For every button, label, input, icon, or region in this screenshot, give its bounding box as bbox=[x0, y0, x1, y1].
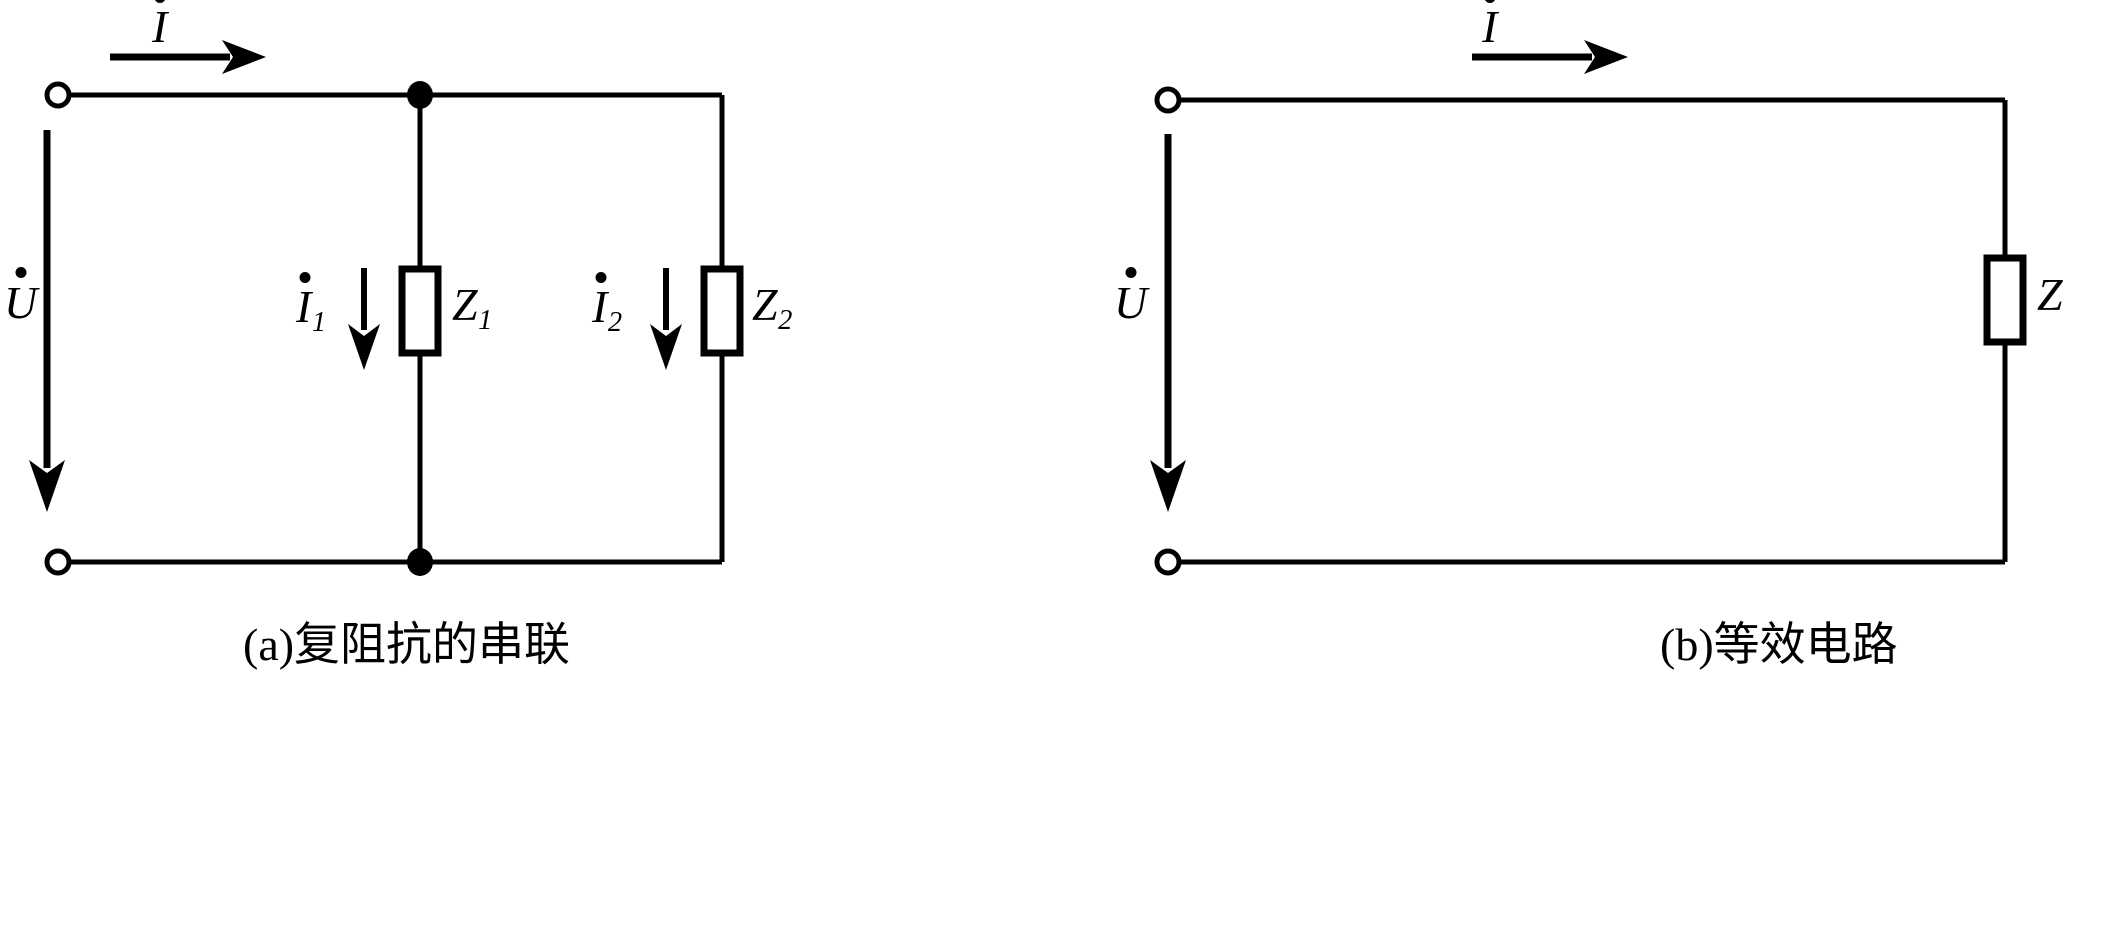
terminal-bottom-left-a bbox=[44, 548, 72, 576]
phasor-dot-icon bbox=[299, 272, 311, 283]
current-arrow-i-b bbox=[1472, 40, 1628, 74]
impedance-subscript-z1: 1 bbox=[478, 304, 493, 336]
current-label-i-a: I bbox=[152, 0, 168, 52]
impedance-label-z1: Z1 bbox=[452, 279, 492, 335]
phasor-dot-icon bbox=[1484, 0, 1496, 3]
junction-dot-bottom-a bbox=[407, 548, 433, 576]
impedance-symbol-z: Z bbox=[2037, 269, 2063, 320]
current-arrow-i1 bbox=[348, 268, 380, 370]
panel-b-circuit bbox=[1150, 40, 2027, 576]
phasor-accent-wrapper: I bbox=[296, 272, 312, 332]
impedance-subscript-z2: 2 bbox=[778, 304, 793, 336]
impedance-symbol-z1: Z bbox=[452, 279, 478, 330]
phasor-accent-wrapper: I bbox=[152, 0, 168, 52]
voltage-label-u-b: U bbox=[1114, 267, 1148, 328]
current-symbol-i2: I bbox=[592, 281, 608, 332]
voltage-label-u-a: U bbox=[4, 267, 38, 328]
current-label-i2: I 2 bbox=[592, 272, 622, 336]
voltage-symbol-u-a: U bbox=[4, 277, 38, 328]
phasor-accent-wrapper: U bbox=[4, 267, 38, 328]
impedance-label-z: Z bbox=[2037, 272, 2063, 318]
phasor-accent-wrapper: U bbox=[1114, 267, 1148, 328]
terminal-top-left-a bbox=[44, 81, 72, 109]
current-symbol-i-b: I bbox=[1482, 1, 1498, 52]
phasor-dot-icon bbox=[1125, 267, 1137, 278]
current-label-i-b: I bbox=[1482, 0, 1498, 52]
phasor-dot-icon bbox=[154, 0, 166, 3]
voltage-symbol-u-b: U bbox=[1114, 277, 1148, 328]
impedance-z2-body bbox=[700, 265, 744, 357]
caption-panel-a: (a)复阻抗的串联 bbox=[243, 619, 571, 670]
current-subscript-i1: 1 bbox=[311, 306, 327, 338]
current-symbol-i1: I bbox=[296, 281, 312, 332]
phasor-accent-wrapper: I bbox=[592, 272, 608, 332]
terminal-bottom-left-b bbox=[1154, 548, 1182, 576]
impedance-label-z2: Z2 bbox=[752, 279, 792, 335]
phasor-accent-wrapper: I bbox=[1482, 0, 1498, 52]
terminal-top-left-b bbox=[1154, 86, 1182, 114]
voltage-arrow-u-a bbox=[29, 130, 65, 512]
impedance-symbol-z2: Z bbox=[752, 279, 778, 330]
current-symbol-i-a: I bbox=[152, 1, 168, 52]
current-subscript-i2: 2 bbox=[607, 306, 623, 338]
current-label-i1: I 1 bbox=[296, 272, 326, 336]
caption-panel-b: (b)等效电路 bbox=[1660, 619, 1898, 670]
phasor-dot-icon bbox=[15, 267, 27, 278]
junction-dot-top-a bbox=[407, 81, 433, 109]
impedance-z1-body bbox=[398, 265, 442, 357]
impedance-z-body bbox=[1983, 254, 2027, 346]
phasor-dot-icon bbox=[595, 272, 607, 283]
voltage-arrow-u-b bbox=[1150, 134, 1186, 512]
current-arrow-i2 bbox=[650, 268, 682, 370]
current-arrow-i-a bbox=[110, 40, 266, 74]
panel-a-circuit bbox=[29, 40, 744, 576]
